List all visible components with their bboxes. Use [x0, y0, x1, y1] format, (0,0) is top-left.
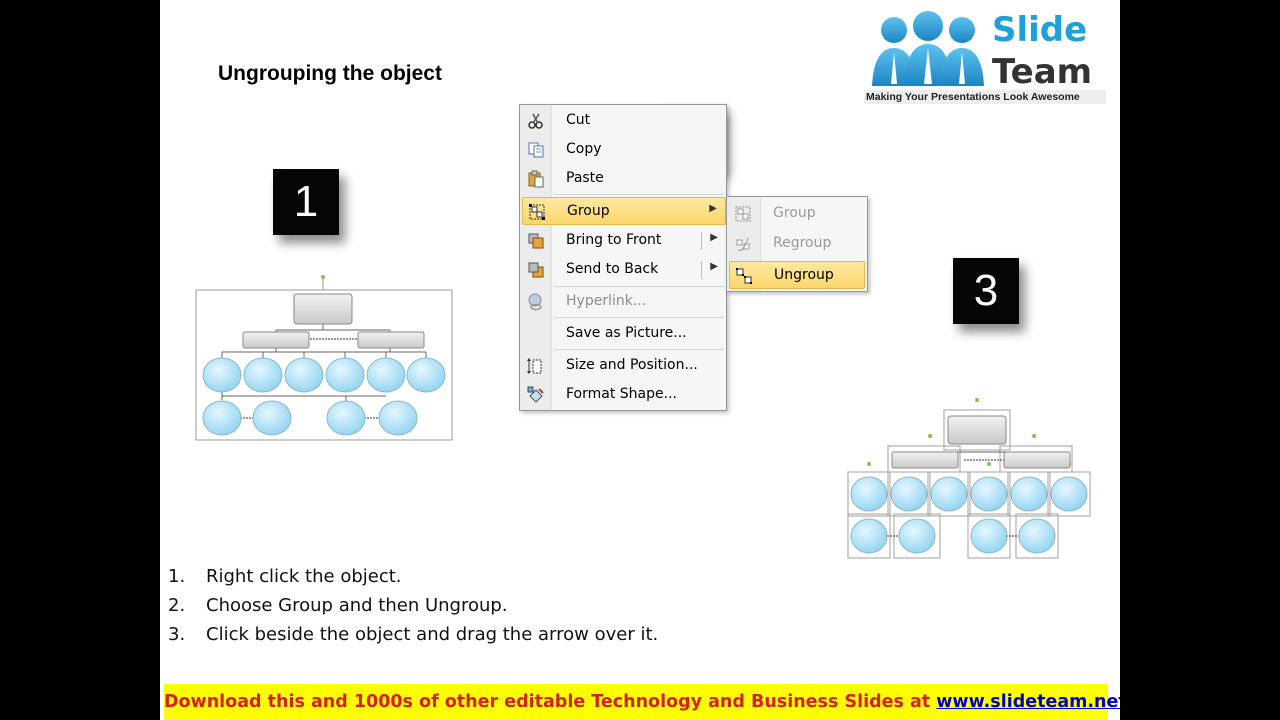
menu-separator	[554, 349, 724, 350]
menu-item-label: Bring to Front	[566, 232, 662, 248]
submenu-arrow-icon: ▶	[709, 203, 717, 214]
menu-item-label: Size and Position...	[566, 357, 698, 373]
scissors-icon	[528, 113, 543, 129]
menu-item-label: Hyperlink...	[566, 293, 647, 309]
menu-item-hyperlink: Hyperlink...	[522, 288, 726, 316]
step-badge-3: 3	[953, 258, 1019, 324]
menu-separator	[554, 317, 724, 318]
banner-text: Download this and 1000s of other editabl…	[164, 692, 937, 712]
menu-item-bring-to-front[interactable]: Bring to Front ▶	[522, 227, 726, 255]
paste-icon	[528, 170, 544, 188]
menu-item-size-and-position[interactable]: Size and Position...	[522, 352, 726, 380]
logo-tagline: Making Your Presentations Look Awesome	[864, 90, 1106, 104]
menu-item-label: Format Shape...	[566, 386, 677, 402]
menu-item-label: Paste	[566, 170, 604, 186]
org-chart-grouped[interactable]	[190, 268, 460, 446]
size-position-icon	[527, 358, 542, 374]
submenu-item-label: Regroup	[773, 235, 832, 251]
menu-separator	[554, 194, 724, 195]
logo-word-slide: Slide	[992, 10, 1088, 50]
group-icon	[735, 206, 751, 222]
ungroup-icon	[736, 268, 752, 284]
submenu-item-regroup: Regroup	[729, 230, 865, 258]
submenu-arrow-icon: ▶	[710, 261, 718, 272]
hyperlink-icon	[528, 293, 542, 311]
group-submenu: Group Regroup Ungroup	[726, 196, 868, 292]
copy-icon	[528, 142, 544, 158]
instruction-number: 2.	[168, 595, 186, 616]
regroup-icon	[736, 237, 750, 251]
menu-item-cut[interactable]: Cut	[522, 107, 726, 135]
menu-item-label: Cut	[566, 112, 591, 128]
menu-item-paste[interactable]: Paste	[522, 165, 726, 193]
step-badge-1: 1	[273, 169, 339, 235]
submenu-item-group: Group	[729, 200, 865, 228]
menu-separator	[554, 286, 724, 287]
banner-link[interactable]: www.slideteam.net	[936, 692, 1120, 712]
submenu-arrow-icon: ▶	[710, 232, 718, 243]
instruction-text: Click beside the object and drag the arr…	[206, 624, 659, 645]
menu-item-divider	[701, 232, 702, 250]
people-logo-icon	[872, 11, 984, 86]
menu-item-copy[interactable]: Copy	[522, 136, 726, 164]
instruction-number: 3.	[168, 624, 186, 645]
bring-to-front-icon	[528, 233, 544, 249]
context-menu: Cut Copy Paste Group ▶ Bring to Front ▶ …	[519, 104, 727, 411]
menu-item-group[interactable]: Group ▶	[522, 197, 726, 225]
menu-item-format-shape[interactable]: Format Shape...	[522, 381, 726, 409]
menu-item-send-to-back[interactable]: Send to Back ▶	[522, 256, 726, 284]
instruction-item: 2. Choose Group and then Ungroup.	[168, 595, 658, 624]
group-icon	[529, 204, 545, 220]
instruction-item: 3. Click beside the object and drag the a…	[168, 624, 658, 653]
menu-item-save-as-picture[interactable]: Save as Picture...	[522, 320, 726, 348]
instruction-item: 1. Right click the object.	[168, 566, 658, 595]
menu-item-divider	[701, 261, 702, 279]
menu-item-label: Save as Picture...	[566, 325, 687, 341]
org-chart-ungrouped[interactable]	[844, 396, 1094, 564]
instruction-list: 1. Right click the object. 2. Choose Group…	[168, 566, 658, 653]
logo-word-team: Team	[992, 52, 1093, 92]
format-shape-icon	[527, 386, 544, 403]
submenu-item-ungroup[interactable]: Ungroup	[729, 261, 865, 289]
slide: Ungrouping the object Slide Team Making …	[160, 0, 1120, 720]
instruction-number: 1.	[168, 566, 186, 587]
menu-item-label: Send to Back	[566, 261, 659, 277]
menu-item-label: Copy	[566, 141, 602, 157]
slideteam-logo: Slide Team Making Your Presentations Loo…	[864, 8, 1106, 104]
instruction-text: Choose Group and then Ungroup.	[206, 595, 508, 616]
send-to-back-icon	[528, 262, 544, 278]
download-banner: Download this and 1000s of other editabl…	[164, 684, 1120, 720]
submenu-item-label: Ungroup	[774, 267, 834, 283]
submenu-item-label: Group	[773, 205, 816, 221]
instruction-text: Right click the object.	[206, 566, 402, 587]
menu-item-label: Group	[567, 203, 610, 219]
slide-title: Ungrouping the object	[218, 62, 442, 85]
